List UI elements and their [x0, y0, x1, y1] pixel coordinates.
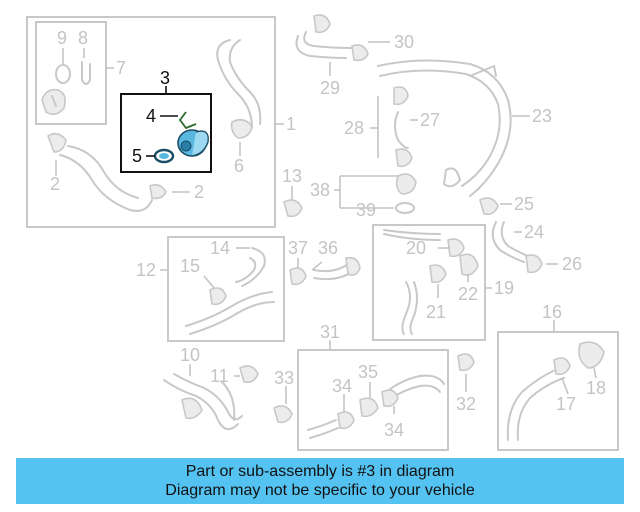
- callout-34-left: 34: [332, 376, 352, 396]
- callout-24: 24: [524, 222, 544, 242]
- part-26-clamp: [525, 254, 543, 274]
- part-14-hose: [235, 247, 266, 287]
- part-1-hose-upper: [216, 39, 262, 129]
- part-39-oring: [395, 202, 415, 214]
- banner-line-2: Diagram may not be specific to your vehi…: [165, 482, 475, 499]
- part-25-clamp: [479, 197, 499, 216]
- callout-37: 37: [288, 238, 308, 258]
- part-16-hose: [506, 341, 605, 441]
- part-11-clamp: [239, 365, 259, 384]
- callout-38: 38: [310, 180, 330, 200]
- part-33-clamp: [273, 405, 293, 424]
- callout-23: 23: [532, 106, 552, 126]
- callout-15: 15: [180, 256, 200, 276]
- part-5-oring-highlight: [153, 148, 175, 164]
- callout-18: 18: [586, 378, 606, 398]
- group-box-1: [26, 16, 276, 228]
- callout-4: 4: [146, 106, 156, 126]
- callout-30: 30: [394, 32, 414, 52]
- callout-36: 36: [318, 238, 338, 258]
- callout-27: 27: [420, 110, 440, 130]
- group-box-7: [35, 21, 107, 125]
- part-15-hose: [185, 287, 275, 335]
- part-23-pipe: [377, 59, 512, 197]
- callout-numbers: 1 2 2 3 4 5 6 7 8 9 10 11 12 13 14 15 16…: [50, 28, 606, 440]
- group-box-16: [497, 331, 619, 451]
- info-banner: Part or sub-assembly is #3 in diagram Di…: [16, 458, 624, 504]
- callout-8: 8: [78, 28, 88, 48]
- callout-1: 1: [286, 114, 296, 134]
- callout-19: 19: [494, 278, 514, 298]
- callout-7: 7: [116, 58, 126, 78]
- part-37-clamp: [289, 267, 307, 286]
- callout-2-left: 2: [50, 174, 60, 194]
- part-32-clamp: [457, 353, 475, 372]
- part-13-clamp: [283, 199, 303, 218]
- leader-lines: [55, 41, 597, 414]
- callout-26: 26: [562, 254, 582, 274]
- callout-29: 29: [320, 78, 340, 98]
- callout-21: 21: [426, 302, 446, 322]
- callout-11: 11: [210, 366, 229, 386]
- callout-17: 17: [556, 394, 576, 414]
- group-box-31: [297, 349, 449, 451]
- callout-14: 14: [210, 238, 230, 258]
- banner-line-1: Part or sub-assembly is #3 in diagram: [185, 463, 455, 480]
- callout-28: 28: [344, 118, 364, 138]
- callout-6: 6: [234, 156, 244, 176]
- part-9-cap: [55, 64, 71, 84]
- callout-35: 35: [358, 362, 378, 382]
- callout-34-right: 34: [384, 420, 404, 440]
- part-3-fitting-highlight: [177, 111, 209, 157]
- callout-32: 32: [456, 394, 476, 414]
- part-36-hose: [313, 256, 361, 281]
- callout-2-right: 2: [194, 182, 204, 202]
- callout-33: 33: [274, 368, 294, 388]
- callout-20: 20: [406, 238, 426, 258]
- callout-3: 3: [160, 68, 170, 88]
- part-10-hose: [163, 373, 243, 431]
- callout-9: 9: [57, 28, 67, 48]
- part-31-hoses: [307, 374, 445, 439]
- callout-31: 31: [320, 322, 340, 342]
- part-8-clip: [81, 61, 91, 85]
- group-box-19: [372, 224, 486, 341]
- part-28-hose: [393, 86, 413, 168]
- part-38-fitting: [395, 173, 417, 195]
- part-6-clamp: [230, 118, 253, 139]
- callout-39: 39: [356, 200, 376, 220]
- callout-10: 10: [180, 345, 200, 365]
- callout-25: 25: [514, 194, 534, 214]
- part-19-hoses: [383, 229, 479, 335]
- callout-22: 22: [458, 284, 478, 304]
- callout-5: 5: [132, 146, 142, 166]
- callout-16: 16: [542, 302, 562, 322]
- callout-13: 13: [282, 166, 302, 186]
- callout-12: 12: [136, 260, 156, 280]
- part-24-hose: [491, 221, 529, 263]
- part-2-hose-lower: [47, 132, 167, 212]
- part-7-flange: [41, 88, 66, 116]
- group-box-12: [167, 236, 285, 342]
- part-30-hose: [295, 14, 369, 62]
